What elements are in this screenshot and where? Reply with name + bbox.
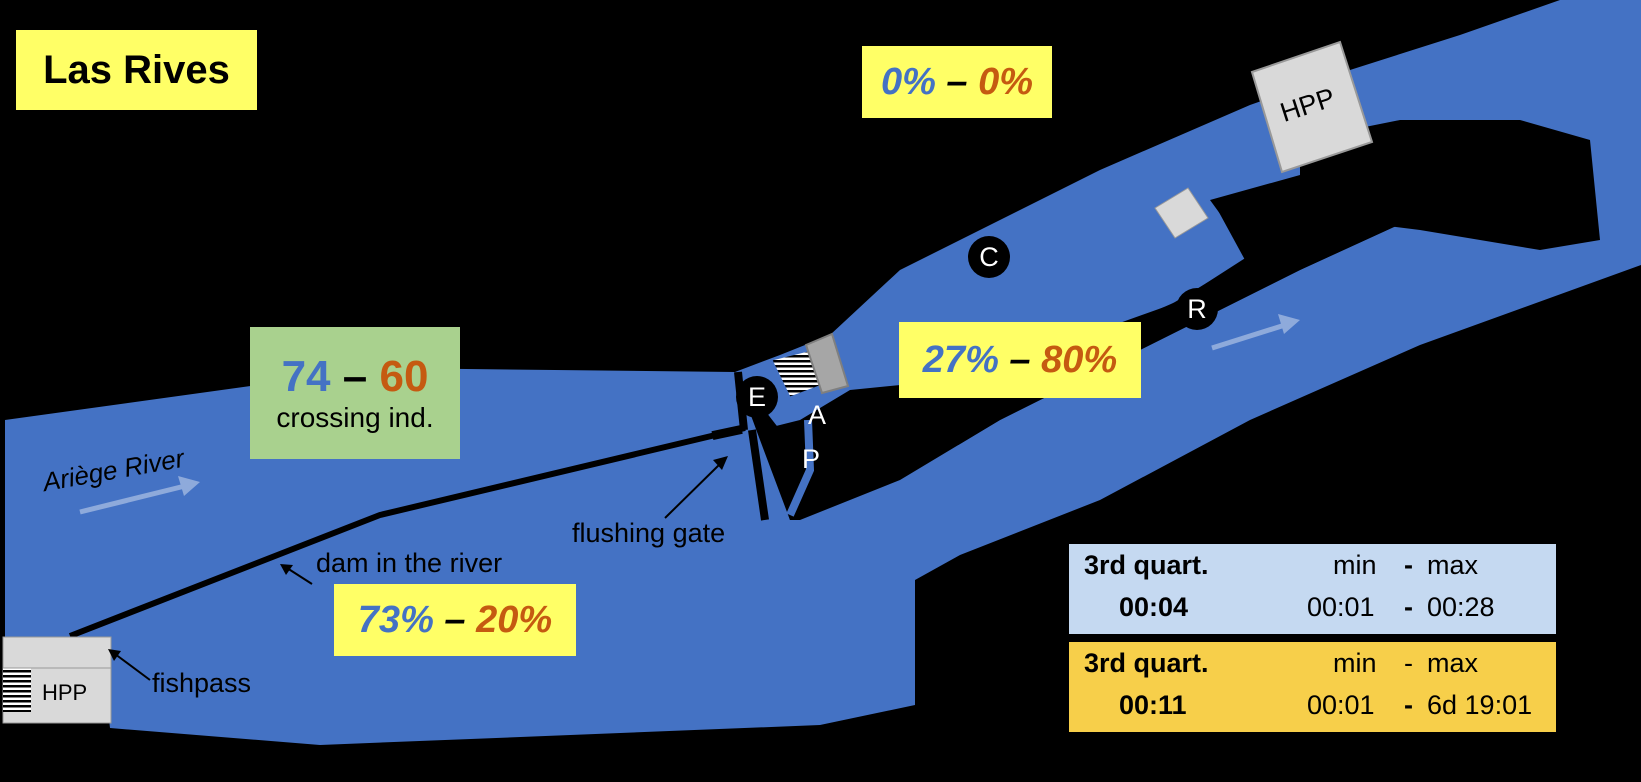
hpp-bottom-hatch [3, 668, 31, 712]
header-min: min [1333, 648, 1377, 678]
pct-middle-blue: 27% [922, 338, 999, 381]
sep: – [946, 60, 968, 103]
flow-arrow-right [1211, 322, 1286, 351]
fish-channel [786, 419, 815, 517]
time-table-orange: 3rd quart. min - max 00:11 00:01 - 6d 19… [1069, 642, 1556, 732]
crossing-orange: 60 [379, 352, 429, 401]
pct-bottom: 73% – 20% [334, 584, 576, 656]
pointer-dam [286, 567, 313, 585]
hpp-bottom-label: HPP [42, 680, 88, 705]
crossing-blue: 74 [281, 352, 331, 401]
pointer-flushing [664, 461, 723, 519]
dam-line [68, 425, 746, 639]
flushing-gate-label: flushing gate [572, 518, 726, 548]
header-min: min [1333, 550, 1377, 580]
sep: - [1404, 550, 1413, 580]
header-3rd-quart: 3rd quart. [1084, 550, 1209, 580]
flow-arrow-right-head [1278, 314, 1300, 334]
pointer-fishpass [114, 653, 151, 681]
hpp-top-building [1250, 40, 1374, 174]
side-wall [748, 429, 769, 521]
value-min: 00:01 [1307, 592, 1375, 622]
sep: – [342, 352, 368, 401]
crossing-values: 74 – 60 [282, 352, 429, 402]
gate-structure [804, 332, 850, 395]
flushing-gate-mark [711, 424, 743, 441]
point-e: E [736, 376, 778, 418]
sep: - [1404, 592, 1413, 622]
value-max: 6d 19:01 [1427, 690, 1533, 720]
island-right [1300, 120, 1600, 250]
pct-bottom-blue: 73% [357, 598, 434, 641]
dam-label: dam in the river [316, 548, 503, 578]
point-a: A [807, 399, 826, 430]
pct-top: 0% – 0% [862, 46, 1052, 118]
title-box: Las Rives [16, 30, 257, 110]
value-3rd-quart: 00:04 [1119, 592, 1189, 622]
crossing-box: 74 – 60 crossing ind. [250, 327, 460, 459]
small-structure [1154, 187, 1209, 239]
flow-arrow-head [178, 476, 200, 496]
flow-arrow [79, 483, 186, 515]
pct-top-blue: 0% [880, 60, 936, 103]
value-min: 00:01 [1307, 690, 1375, 720]
header-max: max [1427, 550, 1479, 580]
sep: – [1009, 338, 1031, 381]
header-3rd-quart: 3rd quart. [1084, 648, 1209, 678]
pointer-flushing-head [713, 456, 728, 470]
pct-top-orange: 0% [978, 60, 1034, 103]
point-r: R [1176, 288, 1218, 330]
pct-middle-orange: 80% [1041, 338, 1118, 381]
pct-middle: 27% – 80% [899, 322, 1141, 398]
sep: – [444, 598, 466, 641]
value-3rd-quart: 00:11 [1119, 690, 1187, 720]
pct-bottom-orange: 20% [476, 598, 553, 641]
crossing-label: crossing ind. [276, 402, 434, 433]
header-max: max [1427, 648, 1479, 678]
point-c: C [968, 236, 1010, 278]
pointer-dam-head [280, 564, 293, 575]
point-p: P [801, 443, 820, 474]
value-max: 00:28 [1427, 592, 1495, 622]
time-table-blue: 3rd quart. min - max 00:04 00:01 - 00:28 [1069, 544, 1556, 634]
pointer-fishpass-head [108, 649, 121, 661]
fishpass-label: fishpass [152, 668, 252, 698]
sep: - [1404, 648, 1413, 678]
sep: - [1404, 690, 1413, 720]
